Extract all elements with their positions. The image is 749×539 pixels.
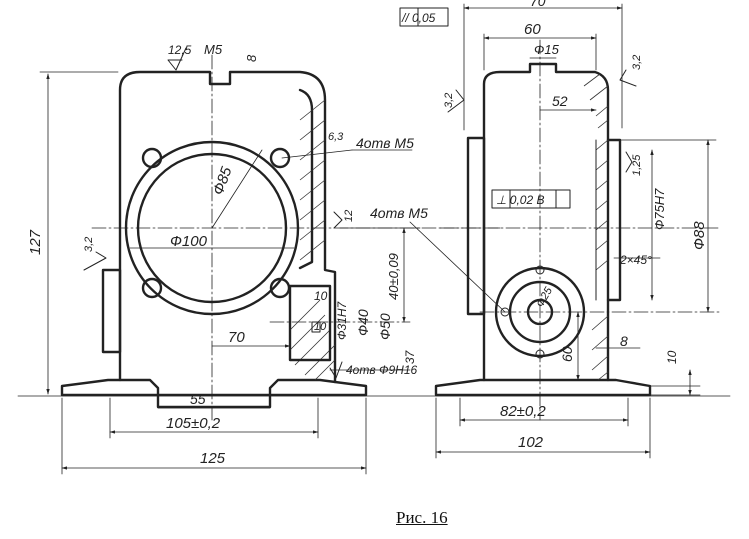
side-body-outline <box>482 62 610 382</box>
side-base <box>434 378 652 397</box>
label-roughness-top: 12,5 <box>168 43 192 57</box>
label-width-70: 70 <box>228 329 245 346</box>
roughness-sign-side-bore <box>625 151 633 173</box>
label-height-axis: 40±0,09 <box>386 253 401 300</box>
label-dia-15: Ф15 <box>534 42 560 57</box>
label-base-holes: 105±0,2 <box>166 415 221 432</box>
label-thread-top: M5 <box>204 42 223 57</box>
label-base-holes-side: 82±0,2 <box>500 403 546 420</box>
label-base-width: 125 <box>200 450 226 467</box>
figure-caption: Рис. 16 <box>396 508 448 527</box>
label-base-hole-note: 4отв Ф9Н16 <box>346 363 417 377</box>
front-left-boss <box>101 268 122 354</box>
label-circle-dia: Ф100 <box>170 233 208 250</box>
label-width-60: 60 <box>524 21 541 38</box>
front-shaft-section <box>288 284 332 362</box>
label-bore-b: Ф40 <box>355 309 371 336</box>
label-center-dia: Ф25 <box>534 285 555 310</box>
roughness-sign-base <box>329 361 343 379</box>
side-left-boss <box>466 136 486 316</box>
front-view: 12,5 M5 8 Ф85 Ф100 6,3 4отв М5 3,2 12 12… <box>27 42 501 475</box>
label-chamfer: 2×45° <box>619 253 652 267</box>
front-base <box>60 378 368 409</box>
roughness-sign-side-left <box>447 89 465 113</box>
leader-holes-side <box>409 221 506 313</box>
label-roughness-hole: 6,3 <box>328 131 344 143</box>
roughness-sign-top <box>167 47 187 71</box>
label-roughness-side: 3,2 <box>83 237 95 252</box>
front-body-outline <box>118 70 337 384</box>
label-slot: 10 <box>314 321 327 333</box>
label-bore-h7: Ф75Н7 <box>652 188 667 230</box>
perp-frame-box <box>491 189 571 209</box>
side-view: // 0,05 70 60 Ф15 3,2 3,2 52 1,25 Ф75Н7 … <box>370 0 721 459</box>
label-holes-note-side: 4отв М5 <box>370 205 428 221</box>
front-section-hatch <box>289 99 336 381</box>
label-dim-52: 52 <box>552 93 568 109</box>
label-perp-frame: ⊥ 0,02 В <box>496 193 544 207</box>
label-dim-8: 8 <box>620 333 628 349</box>
bolt-hole-bl <box>141 277 163 299</box>
label-hole-dia: Ф85 <box>210 164 236 197</box>
label-base-width-side: 102 <box>518 434 544 451</box>
label-roughness-right: 3,2 <box>631 55 643 70</box>
label-bore-a: Ф31Н7 <box>335 300 349 340</box>
bolt-hole-tl <box>141 147 163 169</box>
bolt-hole-tr <box>269 147 291 169</box>
label-roughness-left: 3,2 <box>443 93 455 108</box>
label-tolerance-frame: // 0,05 <box>401 11 436 25</box>
label-wall-top: 8 <box>244 54 259 62</box>
label-height-total: 127 <box>27 229 44 255</box>
label-width-top: 70 <box>530 0 546 9</box>
leader-holes <box>281 149 353 159</box>
label-bore-c: Ф50 <box>377 313 393 340</box>
side-right-flange <box>606 138 622 302</box>
label-depth: 10 <box>314 289 328 303</box>
label-roughness-bore: 1,25 <box>631 154 643 176</box>
roughness-sign-left <box>83 251 107 271</box>
roughness-sign-side-right <box>619 69 637 87</box>
label-holes-note: 4отв М5 <box>356 135 414 151</box>
label-dia-88: Ф88 <box>691 221 708 250</box>
side-section-hatch <box>583 73 609 381</box>
leader-85 <box>211 149 263 229</box>
label-dim-60-side: 60 <box>559 346 575 362</box>
roughness-sign-face <box>333 211 343 229</box>
label-dim-10: 10 <box>665 350 679 364</box>
label-base-55: 55 <box>190 391 206 407</box>
label-roughness-face: 12 <box>343 210 355 222</box>
tolerance-frame-box <box>399 7 449 27</box>
label-depth-37: 37 <box>403 349 417 364</box>
